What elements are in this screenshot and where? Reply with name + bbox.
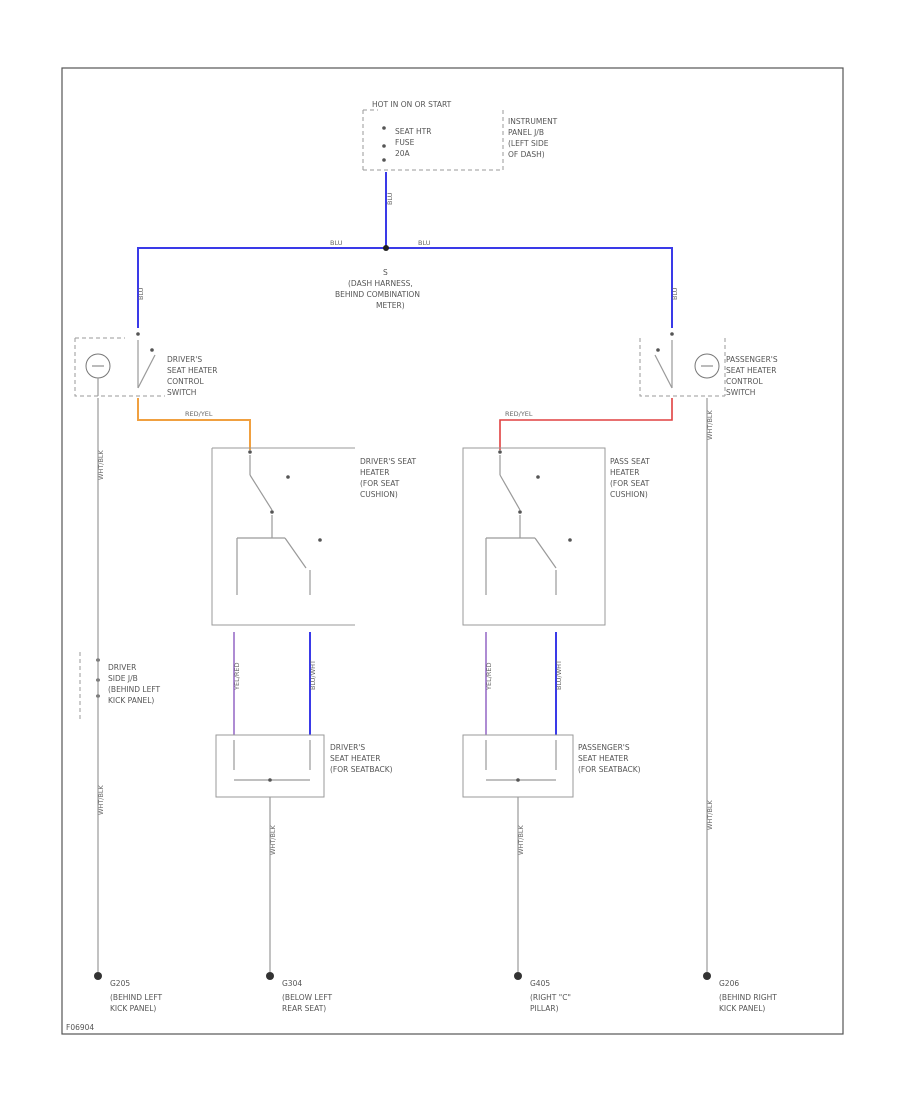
g3-label-1: G405 — [530, 979, 550, 988]
driver-jb-label-4: KICK PANEL) — [108, 696, 154, 705]
driver-back-label-2: SEAT HEATER — [330, 754, 380, 763]
splice-label-3: BEHIND COMBINATION — [335, 290, 420, 299]
driver-cushion-heater: DRIVER'S SEAT HEATER (FOR SEAT CUSHION) — [211, 447, 417, 626]
g2-label-3: REAR SEAT) — [282, 1004, 326, 1013]
ground-icon — [514, 972, 522, 980]
fuse-box: HOT IN ON OR START SEAT HTR FUSE 20A INS… — [362, 100, 558, 171]
g2-label-2: (BELOW LEFT — [282, 993, 333, 1002]
driver-switch-label-4: SWITCH — [167, 388, 196, 397]
g3-label-2: (RIGHT "C" — [530, 993, 571, 1002]
wire-label-blu-pass: BLU — [671, 287, 679, 300]
driver-back-label-1: DRIVER'S — [330, 743, 365, 752]
wire-label-blu-driver: BLU — [137, 287, 145, 300]
wire-label-whtblk-1a: WHT/BLK — [97, 449, 105, 480]
wire-label-whtblk-3: WHT/BLK — [517, 824, 525, 855]
hot-in-run-label: HOT IN ON OR START — [372, 100, 452, 109]
fuse-label-1: SEAT HTR — [395, 127, 431, 136]
pass-back-label-1: PASSENGER'S — [578, 743, 630, 752]
driver-cushion-label-1: DRIVER'S SEAT — [360, 457, 417, 466]
pass-cushion-label-3: (FOR SEAT — [610, 479, 650, 488]
wire-label-bluwht-driver: BLU/WHT — [309, 660, 317, 690]
g4-label-1: G206 — [719, 979, 739, 988]
diagram-frame — [61, 67, 844, 1035]
wire-label-blu-top: BLU — [386, 192, 394, 205]
g4-label-2: (BEHIND RIGHT — [719, 993, 777, 1002]
ground-g1: G205 (BEHIND LEFT KICK PANEL) — [94, 972, 163, 1013]
pass-back-label-2: SEAT HEATER — [578, 754, 628, 763]
pass-cushion-label-2: HEATER — [610, 468, 639, 477]
g1-label-3: KICK PANEL) — [110, 1004, 156, 1013]
wire-label-whtblk-4a: WHT/BLK — [706, 409, 714, 440]
ground-wiring: WHT/BLK WHT/BLK WHT/BLK WHT/BLK WHT/BLK … — [97, 398, 714, 972]
splice-label: S (DASH HARNESS, BEHIND COMBINATION METE… — [335, 268, 420, 310]
ipjb-label-1: INSTRUMENT — [508, 117, 558, 126]
g1-label-1: G205 — [110, 979, 130, 988]
ground-g4: G206 (BEHIND RIGHT KICK PANEL) — [703, 972, 777, 1013]
wire-label-redyel-pass: RED/YEL — [505, 410, 533, 418]
g4-label-3: KICK PANEL) — [719, 1004, 765, 1013]
fuse-label-2: FUSE — [395, 138, 415, 147]
driver-cushion-label-2: HEATER — [360, 468, 389, 477]
ground-icon — [703, 972, 711, 980]
wire-label-bluwht-pass: BLU/WHT — [555, 660, 563, 690]
driver-jb-label-1: DRIVER — [108, 663, 136, 672]
ground-icon — [94, 972, 102, 980]
wire-label-redyel-driver: RED/YEL — [185, 410, 213, 418]
ground-g3: G405 (RIGHT "C" PILLAR) — [514, 972, 571, 1013]
wire-label-yelred-pass: YEL/RED — [485, 662, 493, 691]
red-yel-wiring: RED/YEL RED/YEL — [137, 398, 673, 450]
driver-cushion-label-3: (FOR SEAT — [360, 479, 400, 488]
splice-label-2: (DASH HARNESS, — [348, 279, 413, 288]
fuse-label-3: 20A — [395, 149, 411, 158]
pass-switch-label-1: PASSENGER'S — [726, 355, 778, 364]
driver-back-label-3: (FOR SEATBACK) — [330, 765, 393, 774]
driver-jb-label-3: (BEHIND LEFT — [108, 685, 161, 694]
wire-label-whtblk-2: WHT/BLK — [269, 824, 277, 855]
g1-label-2: (BEHIND LEFT — [110, 993, 163, 1002]
pass-cushion-label-4: CUSHION) — [610, 490, 648, 499]
pass-seatback-heater: PASSENGER'S SEAT HEATER (FOR SEATBACK) — [462, 734, 641, 798]
ipjb-label-4: OF DASH) — [508, 150, 545, 159]
wire-label-blu-left: BLU — [330, 239, 343, 247]
footer-code: F06904 — [66, 1023, 94, 1032]
pass-back-label-3: (FOR SEATBACK) — [578, 765, 641, 774]
wire-label-blu-right: BLU — [418, 239, 431, 247]
pass-switch-label-3: CONTROL — [726, 377, 763, 386]
ground-g2: G304 (BELOW LEFT REAR SEAT) — [266, 972, 333, 1013]
cushion-to-back-wiring: YEL/RED BLU/WHT YEL/RED BLU/WHT — [233, 632, 563, 735]
ipjb-label-2: PANEL J/B — [508, 128, 544, 137]
g2-label-1: G304 — [282, 979, 302, 988]
pass-switch-label-4: SWITCH — [726, 388, 755, 397]
driver-control-switch: DRIVER'S SEAT HEATER CONTROL SWITCH — [74, 332, 217, 397]
wire-label-whtblk-1b: WHT/BLK — [97, 784, 105, 815]
splice-label-1: S — [383, 268, 388, 277]
splice-label-4: METER) — [376, 301, 405, 310]
wire-label-yelred-driver: YEL/RED — [233, 662, 241, 691]
passenger-control-switch: PASSENGER'S SEAT HEATER CONTROL SWITCH — [639, 332, 778, 397]
blue-feed-wiring: BLU BLU BLU BLU BLU — [137, 172, 679, 328]
pass-cushion-heater: PASS SEAT HEATER (FOR SEAT CUSHION) — [462, 447, 650, 626]
driver-seatback-heater: DRIVER'S SEAT HEATER (FOR SEATBACK) — [215, 734, 393, 798]
driver-cushion-label-4: CUSHION) — [360, 490, 398, 499]
driver-switch-label-2: SEAT HEATER — [167, 366, 217, 375]
driver-switch-label-1: DRIVER'S — [167, 355, 202, 364]
ground-icon — [266, 972, 274, 980]
driver-jb-label-2: SIDE J/B — [108, 674, 138, 683]
g3-label-3: PILLAR) — [530, 1004, 559, 1013]
ipjb-label-3: (LEFT SIDE — [508, 139, 549, 148]
driver-side-jb: DRIVER SIDE J/B (BEHIND LEFT KICK PANEL) — [79, 652, 161, 720]
driver-switch-label-3: CONTROL — [167, 377, 204, 386]
pass-switch-label-2: SEAT HEATER — [726, 366, 776, 375]
pass-cushion-label-1: PASS SEAT — [610, 457, 650, 466]
wire-label-whtblk-4b: WHT/BLK — [706, 799, 714, 830]
